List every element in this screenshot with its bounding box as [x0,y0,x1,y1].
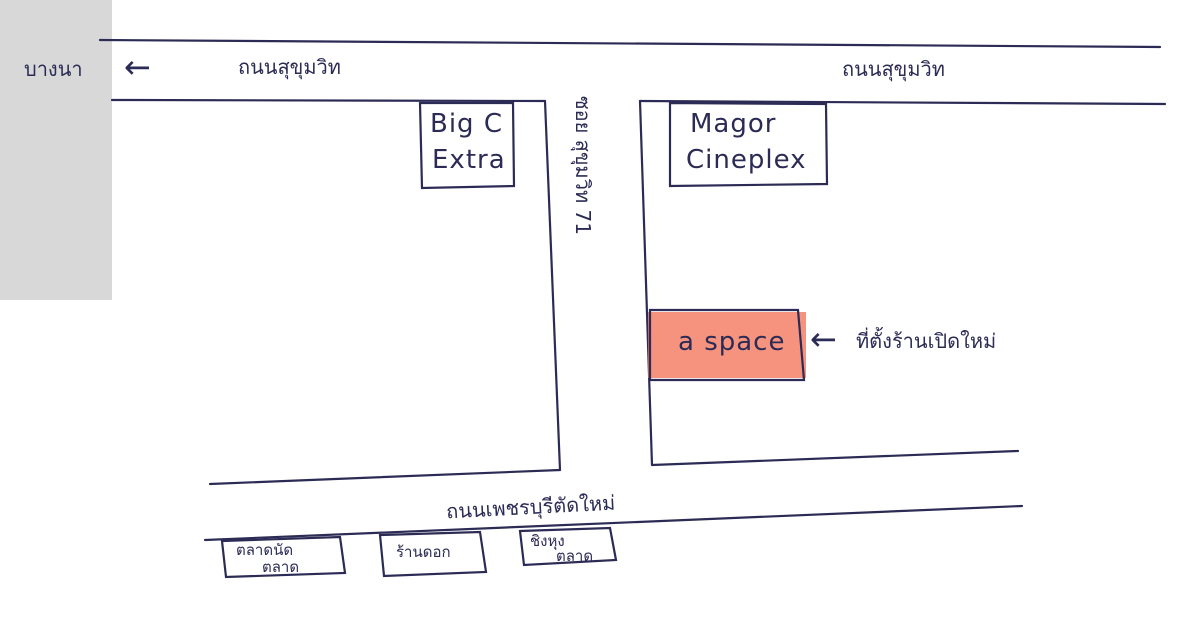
destination-note: ที่ตั้งร้านเปิดใหม่ [856,329,997,353]
a-space-label: a space [678,327,786,357]
top-road-lower-edge-left [110,98,547,103]
shop-1-box [220,535,347,579]
bottom-road-lower-edge [203,504,1024,542]
big-c-label-line2: Extra [432,145,506,175]
big-c-box [418,101,516,190]
a-space-box [648,308,806,382]
shop-1-label-line1: ตลาดนัด [236,541,294,559]
big-c-label-line1: Big C [430,109,503,139]
left-block-bottom-edge [208,468,562,486]
direction-arrow: ← [124,48,151,86]
shop-3-box [518,526,618,567]
direction-label: บางนา [24,57,83,81]
major-label-line1: Magor [690,109,777,139]
shop-2-label: ร้านดอก [396,543,451,561]
shop-3-label-line1: ชิงหุง [530,532,565,550]
side-street-left-edge [543,99,562,472]
destination-arrow: ← [810,320,837,358]
paper-shadow [0,0,112,300]
major-label-line2: Cineplex [686,145,807,175]
shop-3-label-line2: ตลาด [556,547,594,565]
top-road-label-right: ถนนสุขุมวิท [842,57,945,81]
side-street-right-edge [638,99,654,467]
top-road-label-left: ถนนสุขุมวิท [238,55,341,79]
a-space-highlight [648,312,806,378]
top-road-lower-edge-right [638,99,1167,106]
shop-1-label-line2: ตลาด [262,558,300,576]
major-cineplex-box [668,101,829,188]
right-block-bottom-edge [650,449,1020,467]
shop-2-box [378,530,488,578]
top-road-upper-edge [98,38,1162,49]
side-street-label: ซอย สุขุมวิท 71 [571,96,595,235]
